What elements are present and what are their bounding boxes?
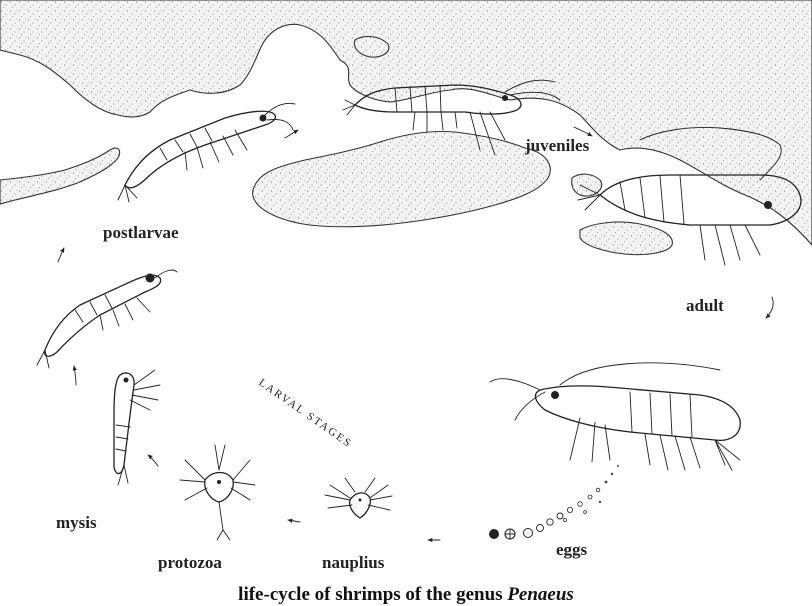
figure-caption: life-cycle of shrimps of the genus Penae…	[238, 584, 574, 605]
arrow-nauplius-to-protozoa	[288, 520, 300, 522]
arrow-juveniles-to-adult	[574, 127, 592, 136]
late-mysis-figure	[37, 270, 177, 368]
label-juveniles: juveniles	[524, 136, 590, 155]
label-postlarvae: postlarvae	[103, 223, 179, 242]
arrow-adult-to-spawn	[766, 297, 773, 318]
island-center	[253, 131, 551, 226]
mysis-figure	[114, 370, 160, 485]
label-nauplius: nauplius	[322, 553, 385, 572]
arrow-protozoa-to-mysis	[148, 455, 158, 466]
label-adult: adult	[686, 296, 724, 315]
arrow-postlarvae-to-juveniles	[285, 130, 298, 138]
eggs-figure	[489, 465, 619, 539]
label-eggs: eggs	[556, 540, 588, 559]
island-small-1	[572, 174, 602, 196]
label-protozoa: protozoa	[158, 553, 222, 572]
label-mysis: mysis	[56, 513, 97, 532]
coastline-left-lower	[0, 148, 120, 204]
protozoa-figure	[180, 445, 255, 540]
label-larval-stages: LARVAL STAGES	[256, 377, 354, 451]
caption-prefix: life-cycle of shrimps of the genus	[238, 584, 507, 605]
spawning-shrimp-figure	[490, 363, 740, 470]
island-small-2	[580, 222, 672, 255]
arrow-to-postlarvae	[58, 248, 64, 262]
nauplius-figure	[325, 478, 392, 518]
caption-genus: Penaeus	[506, 584, 574, 605]
arrow-mysis-to-late-mysis	[74, 366, 76, 385]
